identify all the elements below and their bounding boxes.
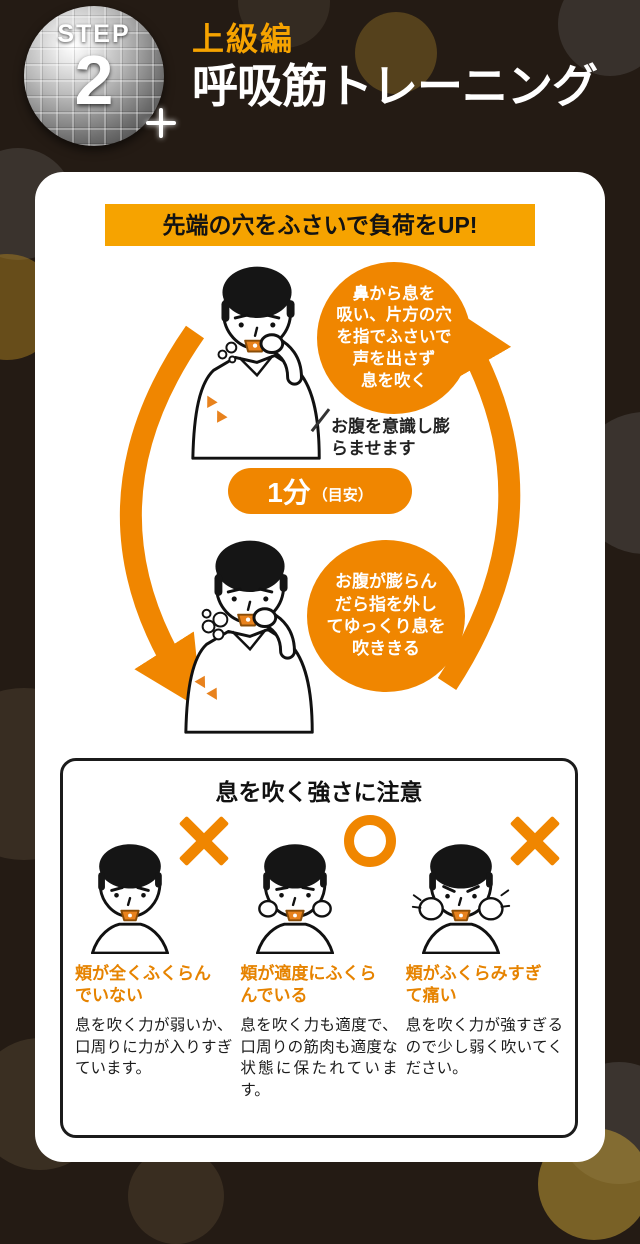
circle-mark-icon <box>343 815 396 867</box>
speech-bubble-bottom: お腹が膨らん だら指を外し てゆっくり息を 吹ききる <box>307 540 465 692</box>
speech-bubble-top: 鼻から息を 吸い、片方の穴 を指でふさいで 声を出さず 息を吹く <box>317 262 471 414</box>
header: STEP 2 上級編 呼吸筋トレーニング <box>0 0 640 160</box>
caution-item: 頬がふくらみすぎ て痛い 息を吹く力が強すぎるので少し弱く吹いてください。 <box>406 815 563 1102</box>
caution-heading: 頬がふくらみすぎ て痛い <box>405 964 542 1005</box>
caution-body: 息を吹く力が強すぎるので少し弱く吹いてください。 <box>405 1017 563 1078</box>
face-over-puffed-illustration <box>411 823 510 955</box>
cross-mark-icon <box>178 815 230 867</box>
caution-heading: 頬が全くふくらん でいない <box>75 964 211 1005</box>
step-number: 2 <box>74 41 114 119</box>
face-moderately-puffed-illustration <box>242 823 348 955</box>
person-blowing-top-illustration <box>180 248 338 462</box>
duration-badge: 1分 （目安） <box>228 468 412 514</box>
disco-ball-sphere <box>24 6 164 146</box>
sparkle-icon <box>146 108 176 138</box>
title-block: 上級編 呼吸筋トレーニング <box>192 14 632 113</box>
person-blowing-bottom-illustration <box>173 522 331 736</box>
face-not-puffed-illustration <box>77 823 183 955</box>
caution-figure <box>75 815 232 963</box>
caution-item: 頬が全くふくらん でいない 息を吹く力が弱いか、口周りに力が入りすぎています。 <box>75 815 232 1102</box>
subtitle: 上級編 <box>192 21 295 57</box>
caution-box: 息を吹く強さに注意 頬が全くふくらん でいない 息を吹く力が弱いか、口周りに力が… <box>60 758 578 1138</box>
caution-figure <box>406 815 563 963</box>
bokeh-circle <box>355 12 437 94</box>
caution-item: 頬が適度にふくら んでいる 息を吹く力も適度で、口周りの筋肉も適度な状態に保たれ… <box>240 815 398 1102</box>
main-card: 先端の穴をふさいで負荷をUP! 鼻から息を 吸い、片方の穴 を指でふさいで 声を… <box>35 172 605 1162</box>
duration-unit: （目安） <box>312 486 373 504</box>
page-title: 呼吸筋トレーニング <box>192 60 598 112</box>
banner: 先端の穴をふさいで負荷をUP! <box>105 204 535 246</box>
caution-body: 息を吹く力も適度で、口周りの筋肉も適度な状態に保たれています。 <box>240 1017 398 1100</box>
caution-figure <box>240 815 397 963</box>
disco-ball: STEP 2 <box>24 6 164 146</box>
caution-title: 息を吹く強さに注意 <box>215 779 423 805</box>
caution-heading: 頬が適度にふくら んでいる <box>240 964 377 1005</box>
caution-body: 息を吹く力が弱いか、口周りに力が入りすぎています。 <box>75 1017 233 1078</box>
cycle-arrows <box>119 303 521 710</box>
step-label: STEP <box>57 20 131 48</box>
duration-value: 1分 <box>267 477 311 508</box>
caution-columns: 頬が全くふくらん でいない 息を吹く力が弱いか、口周りに力が入りすぎています。 <box>63 807 575 1102</box>
bokeh-circle <box>128 1148 224 1244</box>
belly-note: お腹を意識し膨 らませます <box>331 417 450 459</box>
cross-mark-icon <box>509 815 561 867</box>
